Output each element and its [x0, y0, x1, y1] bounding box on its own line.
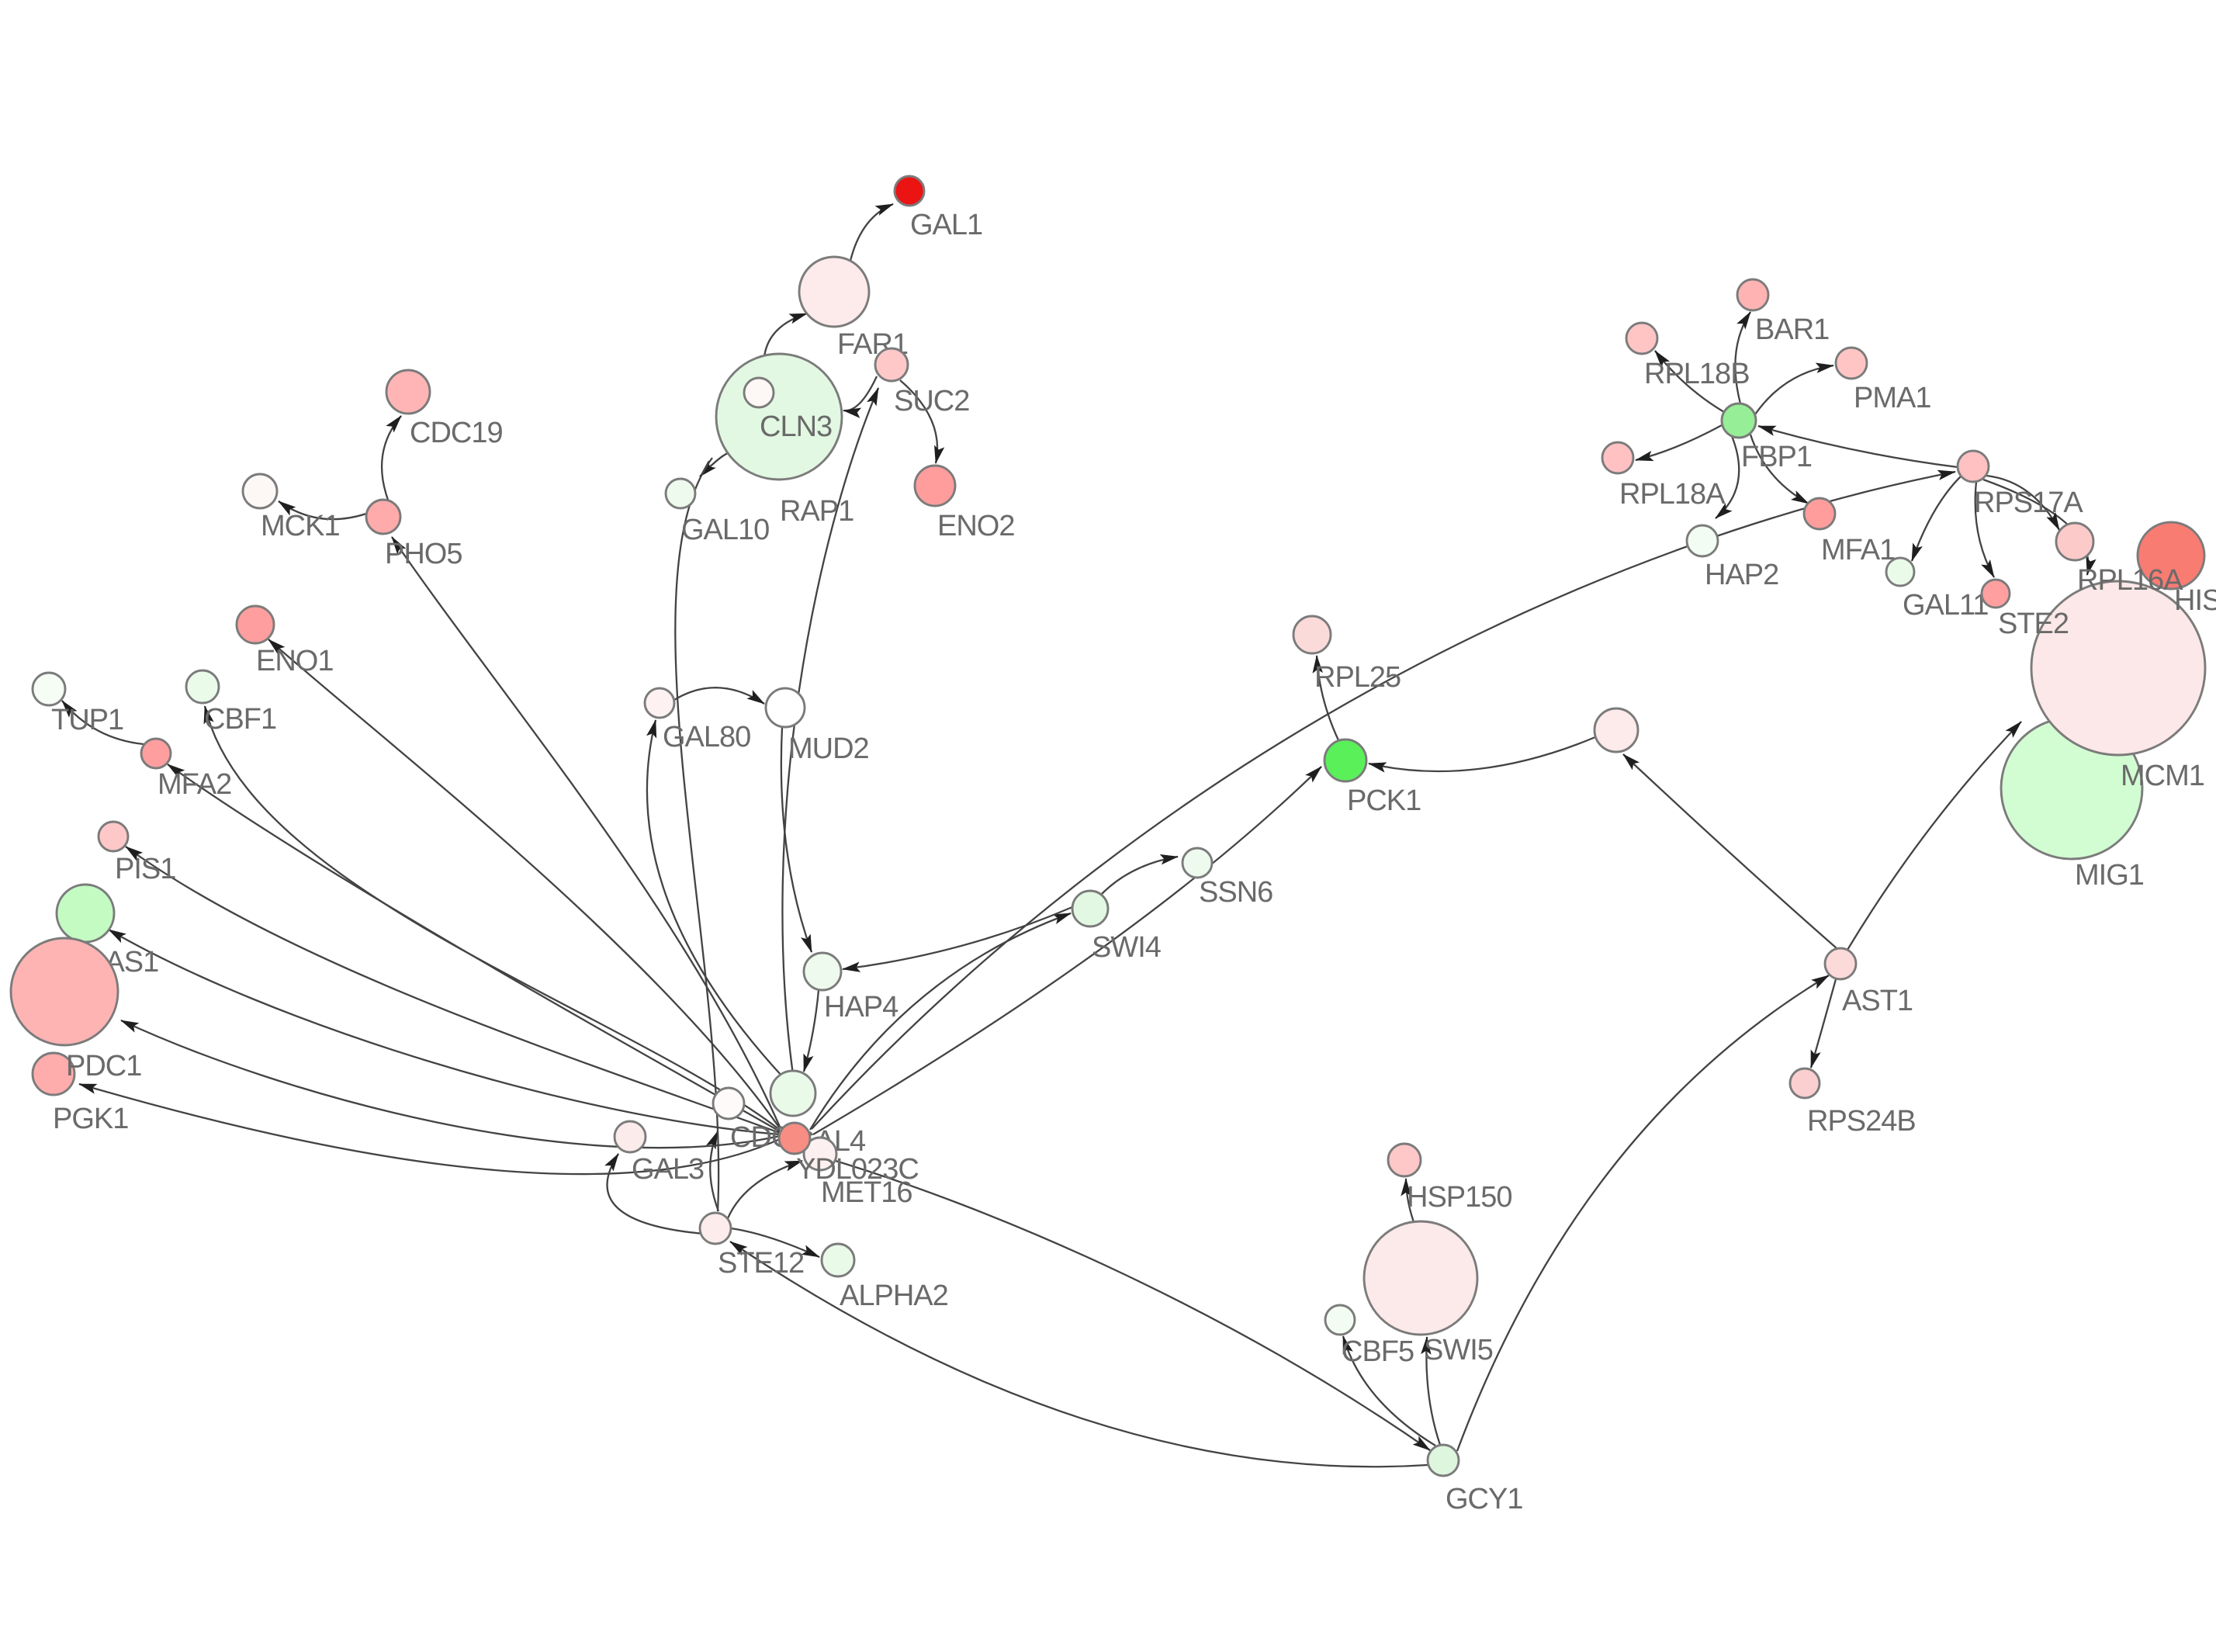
svg-text:ENO2: ENO2: [937, 510, 1014, 542]
svg-text:AST1: AST1: [1842, 985, 1913, 1017]
svg-text:GAL10: GAL10: [681, 514, 769, 546]
svg-text:GAL80: GAL80: [663, 721, 750, 753]
svg-text:PCK1: PCK1: [1347, 784, 1421, 817]
svg-text:TUP1: TUP1: [51, 704, 123, 736]
svg-text:STE12: STE12: [718, 1247, 804, 1280]
svg-text:HSP150: HSP150: [1407, 1181, 1512, 1214]
svg-text:MIG1: MIG1: [2075, 859, 2144, 892]
svg-text:STE2: STE2: [1998, 608, 2069, 640]
svg-text:MUD2: MUD2: [788, 732, 869, 765]
svg-text:RPS24B: RPS24B: [1807, 1105, 1916, 1138]
svg-text:HAP4: HAP4: [824, 991, 899, 1023]
svg-text:SWI4: SWI4: [1092, 931, 1162, 964]
svg-text:MCM1: MCM1: [2121, 760, 2204, 792]
svg-text:RPL16A: RPL16A: [2077, 564, 2183, 597]
svg-text:SSN6: SSN6: [1199, 876, 1272, 909]
svg-text:GAL1: GAL1: [910, 209, 982, 241]
svg-text:GAL11: GAL11: [1903, 589, 1988, 622]
svg-text:PMA1: PMA1: [1854, 382, 1930, 414]
svg-text:GAL3: GAL3: [632, 1153, 704, 1186]
svg-text:SWI5: SWI5: [1424, 1334, 1493, 1366]
svg-text:RPL18A: RPL18A: [1619, 478, 1726, 511]
svg-text:PDC1: PDC1: [66, 1050, 141, 1082]
svg-text:PGK1: PGK1: [53, 1103, 128, 1135]
svg-text:BAR1: BAR1: [1755, 313, 1829, 346]
svg-text:HAP2: HAP2: [1705, 559, 1778, 591]
svg-text:RAP1: RAP1: [780, 495, 854, 528]
svg-text:MFA1: MFA1: [1821, 534, 1895, 566]
svg-text:CBF1: CBF1: [204, 703, 276, 736]
svg-text:CLN3: CLN3: [760, 410, 832, 443]
svg-text:HIS4: HIS4: [2174, 584, 2216, 617]
svg-text:ENO1: ENO1: [256, 645, 333, 677]
svg-text:YDL023C: YDL023C: [796, 1153, 919, 1186]
svg-text:FBP1: FBP1: [1741, 441, 1812, 473]
svg-text:CBF5: CBF5: [1342, 1335, 1414, 1368]
svg-text:ALPHA2: ALPHA2: [840, 1280, 948, 1312]
svg-text:MCK1: MCK1: [261, 510, 340, 542]
svg-text:MFA2: MFA2: [158, 768, 231, 801]
svg-text:PIS1: PIS1: [115, 853, 175, 885]
svg-text:SUC2: SUC2: [894, 385, 969, 417]
svg-text:PHO5: PHO5: [385, 538, 462, 570]
svg-text:RPL18B: RPL18B: [1644, 358, 1750, 390]
svg-text:RPL25: RPL25: [1314, 661, 1401, 694]
svg-text:GCY1: GCY1: [1446, 1483, 1522, 1515]
svg-text:MET16: MET16: [821, 1176, 912, 1209]
svg-text:RPS17A: RPS17A: [1974, 487, 2083, 519]
svg-text:CDC19: CDC19: [410, 417, 503, 449]
